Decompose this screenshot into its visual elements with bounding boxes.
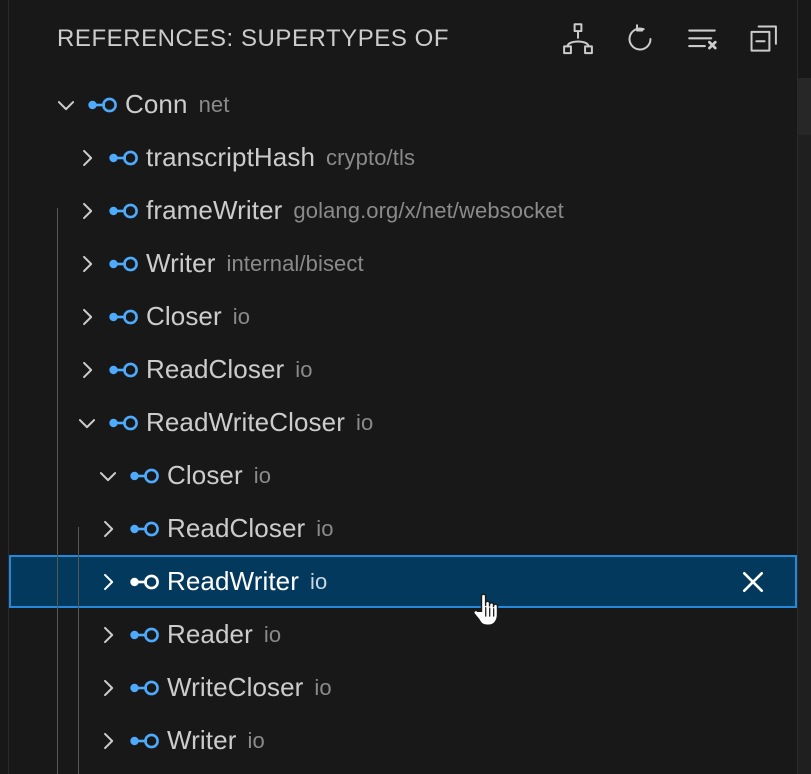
tree-row[interactable]: Closer io bbox=[9, 449, 797, 502]
collapse-all-icon bbox=[747, 22, 781, 56]
tree-row-selected[interactable]: ReadWriter io bbox=[9, 555, 797, 608]
chevron-right-icon[interactable] bbox=[68, 145, 106, 171]
tree-row[interactable]: ReadCloser io bbox=[9, 502, 797, 555]
tree-row-description: net bbox=[198, 91, 230, 117]
adjacent-editor-scrollbar[interactable] bbox=[798, 78, 811, 135]
tree-row[interactable]: Writer internal/bisect bbox=[9, 237, 797, 290]
chevron-right-icon[interactable] bbox=[89, 622, 127, 648]
panel-right-divider[interactable] bbox=[797, 0, 798, 774]
tree-row-label: ReadCloser bbox=[167, 513, 306, 543]
indent-guide-level-1 bbox=[57, 208, 58, 774]
interface-icon bbox=[127, 572, 161, 592]
chevron-right-icon[interactable] bbox=[68, 251, 106, 277]
interface-icon bbox=[127, 731, 161, 751]
tree-row-label: ReadWriter bbox=[167, 566, 300, 596]
clear-all-icon bbox=[685, 22, 719, 56]
chevron-right-icon[interactable] bbox=[68, 304, 106, 330]
interface-icon bbox=[106, 360, 140, 380]
chevron-down-icon[interactable] bbox=[47, 92, 85, 118]
tree-row-description: io bbox=[316, 515, 334, 541]
interface-icon bbox=[127, 466, 161, 486]
chevron-right-icon[interactable] bbox=[89, 675, 127, 701]
tree-row[interactable]: transcriptHash crypto/tls bbox=[9, 131, 797, 184]
interface-icon bbox=[127, 519, 161, 539]
tree-row-description: io bbox=[310, 568, 328, 594]
interface-icon bbox=[106, 254, 140, 274]
interface-icon bbox=[106, 201, 140, 221]
tree-row-label: Reader bbox=[167, 619, 253, 649]
show-call-hierarchy-button[interactable] bbox=[557, 18, 599, 60]
tree-row[interactable]: frameWriter golang.org/x/net/websocket bbox=[9, 184, 797, 237]
chevron-right-icon[interactable] bbox=[89, 516, 127, 542]
tree-row-description: io bbox=[355, 409, 374, 435]
interface-icon bbox=[127, 625, 161, 645]
tree-row-label: Writer bbox=[146, 248, 216, 278]
panel-toolbar bbox=[557, 18, 785, 60]
interface-icon bbox=[127, 678, 161, 698]
interface-icon bbox=[85, 95, 119, 115]
interface-icon bbox=[106, 307, 140, 327]
tree-row-label: Closer bbox=[146, 301, 222, 331]
refresh-button[interactable] bbox=[619, 18, 661, 60]
hierarchy-icon bbox=[561, 22, 595, 56]
tree-row-label: ReadWriteCloser bbox=[146, 407, 345, 437]
chevron-down-icon[interactable] bbox=[68, 410, 106, 436]
panel-left-divider bbox=[8, 0, 9, 774]
tree-row[interactable]: ReadCloser io bbox=[9, 343, 797, 396]
tree-row[interactable]: Writer io bbox=[9, 714, 797, 767]
tree-row[interactable]: Reader io bbox=[9, 608, 797, 661]
collapse-all-button[interactable] bbox=[743, 18, 785, 60]
tree-row-description: io bbox=[253, 462, 272, 488]
interface-icon bbox=[106, 148, 140, 168]
chevron-down-icon[interactable] bbox=[89, 463, 127, 489]
adjacent-editor-strip bbox=[798, 0, 811, 774]
tree-row-label: Writer bbox=[167, 725, 237, 755]
adjacent-editor-header bbox=[798, 0, 811, 78]
close-icon[interactable] bbox=[736, 565, 770, 599]
panel-titlebar: REFERENCES: SUPERTYPES OF bbox=[9, 0, 797, 78]
tree-row-description: io bbox=[314, 674, 332, 700]
panel-title: REFERENCES: SUPERTYPES OF bbox=[57, 25, 450, 52]
tree-row-description: io bbox=[247, 727, 265, 753]
indent-guide-level-2 bbox=[78, 527, 79, 774]
tree-row-description: crypto/tls bbox=[326, 144, 416, 170]
tree-row-description: io bbox=[295, 356, 313, 382]
tree-row-description: golang.org/x/net/websocket bbox=[293, 197, 564, 223]
chevron-right-icon[interactable] bbox=[68, 357, 106, 383]
tree-row-label: Conn bbox=[125, 89, 188, 119]
tree-row-label: frameWriter bbox=[146, 195, 283, 225]
refresh-icon bbox=[623, 22, 657, 56]
clear-all-button[interactable] bbox=[681, 18, 723, 60]
tree-row[interactable]: WriteCloser io bbox=[9, 661, 797, 714]
tree-row-description: io bbox=[232, 303, 251, 329]
chevron-right-icon[interactable] bbox=[89, 569, 127, 595]
tree-row-description: internal/bisect bbox=[226, 250, 364, 276]
chevron-right-icon[interactable] bbox=[68, 198, 106, 224]
interface-icon bbox=[106, 413, 140, 433]
tree-row-label: WriteCloser bbox=[167, 672, 304, 702]
tree-row-description: io bbox=[263, 621, 282, 647]
tree-row-label: transcriptHash bbox=[146, 142, 316, 172]
chevron-right-icon[interactable] bbox=[89, 728, 127, 754]
tree-row-label: Closer bbox=[167, 460, 243, 490]
tree-row-label: ReadCloser bbox=[146, 354, 285, 384]
tree-row[interactable]: ReadWriteCloser io bbox=[9, 396, 797, 449]
tree-row[interactable]: Closer io bbox=[9, 290, 797, 343]
